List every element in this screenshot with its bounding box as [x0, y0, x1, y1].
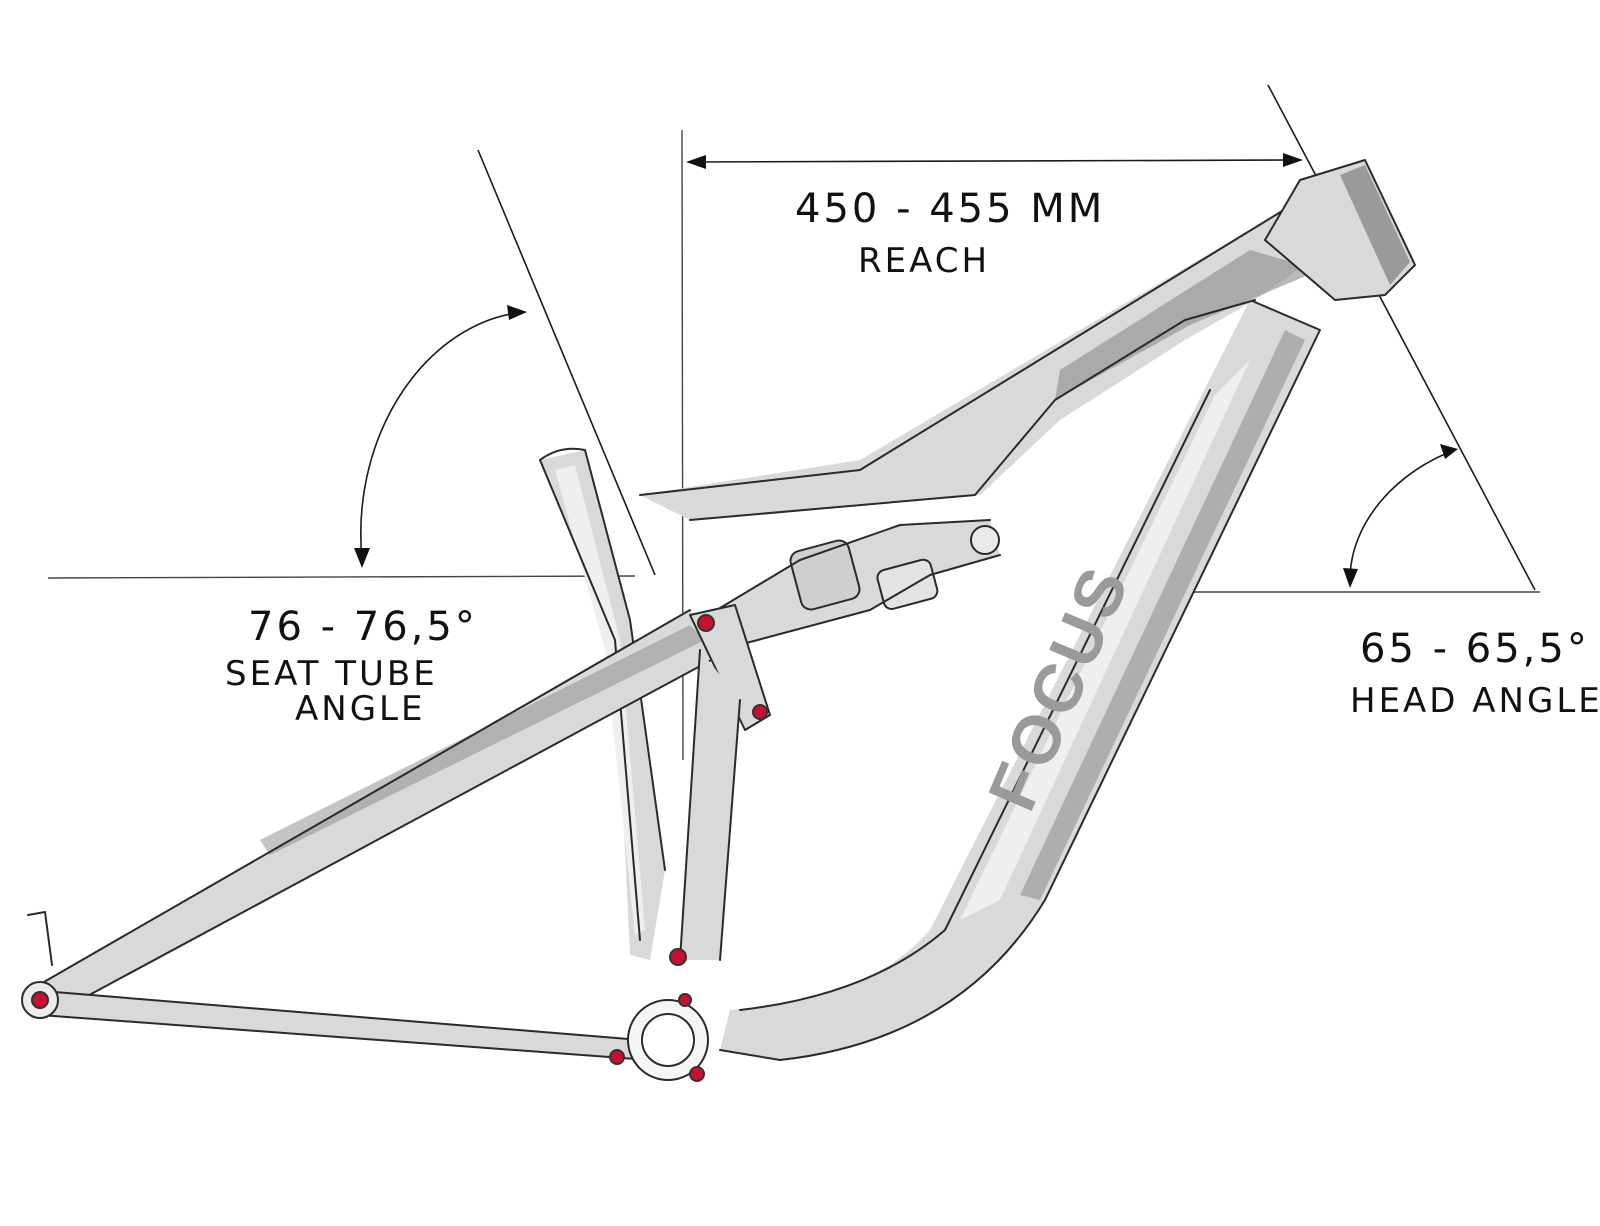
seat-angle-name-2: ANGLE	[295, 689, 425, 729]
seat-horizontal-line	[47, 575, 636, 579]
bb-pivot-upper	[678, 993, 692, 1007]
reach-dimension-arrow	[686, 153, 1303, 169]
main-pivot	[669, 948, 687, 966]
reach-value: 450 - 455 MM	[795, 186, 1105, 232]
bb-pivot-lower	[689, 1066, 705, 1082]
rocker-shock-pivot	[752, 704, 768, 720]
seat-stay	[29, 609, 731, 1001]
head-tube	[1264, 159, 1416, 301]
chain-stay	[23, 989, 651, 1061]
bottom-bracket	[627, 999, 709, 1081]
bb-pivot-left	[609, 1049, 625, 1065]
bike-frame: FOCUS	[21, 159, 1416, 1082]
seat-angle-value: 76 - 76,5°	[248, 604, 478, 650]
seat-tube-angle-label: 76 - 76,5° SEAT TUBE ANGLE	[225, 604, 478, 729]
upper-rocker-pivot	[697, 614, 715, 632]
construction-lines	[47, 84, 1540, 761]
down-tube	[719, 299, 1321, 1061]
seat-angle-arc	[354, 305, 527, 568]
head-angle-label: 65 - 65,5° HEAD ANGLE	[1350, 626, 1600, 721]
seat-tube	[539, 447, 666, 960]
head-angle-name: HEAD ANGLE	[1350, 681, 1600, 721]
top-tube	[639, 199, 1340, 521]
head-angle-value: 65 - 65,5°	[1360, 626, 1590, 672]
rear-shock	[699, 519, 1001, 651]
rear-axle-pivot	[31, 991, 49, 1009]
lower-link	[679, 649, 741, 961]
pivot-points	[31, 614, 768, 1082]
head-angle-arc	[1343, 444, 1458, 588]
seat-tube-axis-line	[477, 149, 656, 576]
reach-label: 450 - 455 MM REACH	[795, 186, 1105, 281]
reach-name: REACH	[858, 241, 990, 281]
seat-angle-name-1: SEAT TUBE	[225, 654, 438, 694]
head-tube-axis-line	[1267, 84, 1536, 591]
